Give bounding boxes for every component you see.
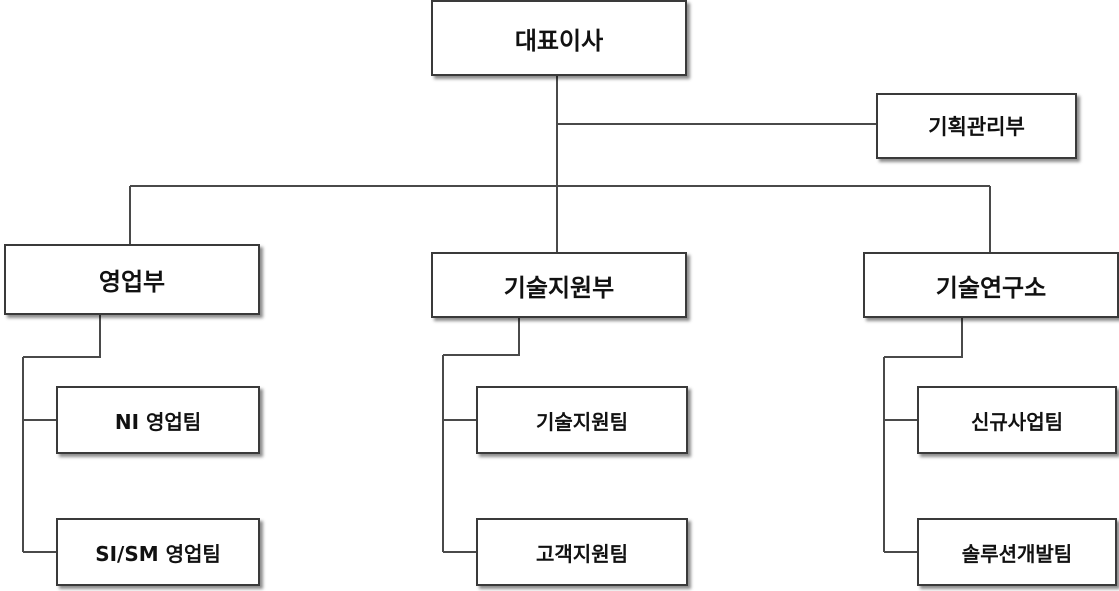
sales-dept-box: 영업부 xyxy=(4,244,260,315)
sism-sales-team-label: SI/SM 영업팀 xyxy=(95,541,221,566)
ni-sales-team-box: NI 영업팀 xyxy=(56,386,260,454)
sales-dept-label: 영업부 xyxy=(98,268,166,296)
sales-sub-connector xyxy=(23,315,101,358)
customer-support-team-box: 고객지원팀 xyxy=(476,518,688,586)
tech-sub-connector xyxy=(443,318,520,356)
ceo-box: 대표이사 xyxy=(431,0,687,76)
research-lab-label: 기술연구소 xyxy=(935,273,1047,302)
lab-sub-connector xyxy=(884,318,963,358)
planning-dept-label: 기획관리부 xyxy=(928,115,1025,139)
tech-support-dept-box: 기술지원부 xyxy=(431,252,687,318)
ceo-label: 대표이사 xyxy=(514,26,604,55)
new-business-team-label: 신규사업팀 xyxy=(971,409,1063,434)
tech-support-team-box: 기술지원팀 xyxy=(476,386,688,454)
sism-sales-team-box: SI/SM 영업팀 xyxy=(56,518,260,586)
ni-sales-team-label: NI 영업팀 xyxy=(114,409,202,434)
new-business-team-box: 신규사업팀 xyxy=(917,386,1117,454)
solution-dev-team-box: 솔루션개발팀 xyxy=(917,518,1117,586)
customer-support-team-label: 고객지원팀 xyxy=(536,541,628,566)
solution-dev-team-label: 솔루션개발팀 xyxy=(961,541,1073,566)
planning-dept-box: 기획관리부 xyxy=(876,93,1077,159)
tech-support-dept-label: 기술지원부 xyxy=(503,273,615,302)
research-lab-box: 기술연구소 xyxy=(863,252,1119,318)
tech-support-team-label: 기술지원팀 xyxy=(536,409,628,434)
